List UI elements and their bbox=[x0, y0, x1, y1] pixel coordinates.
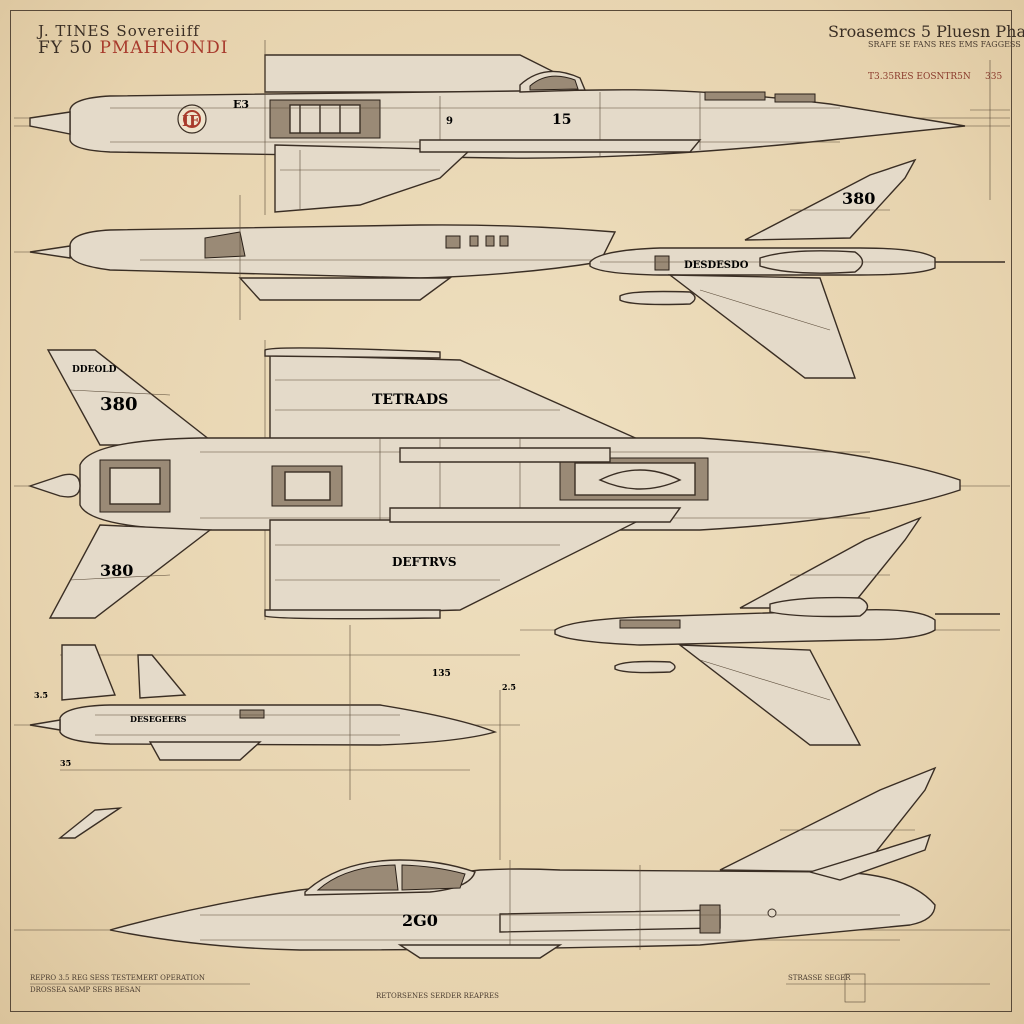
title-line-2-prefix: FY 50 bbox=[38, 38, 100, 58]
plan-lower-tail-number: 380 bbox=[100, 561, 133, 580]
title-block-subtitle: SRAFE SE FANS RES EMS FAGGESS bbox=[868, 40, 1021, 49]
small-dim-2: 2.5 bbox=[502, 682, 516, 692]
bottom-view-number: 2G0 bbox=[402, 911, 438, 930]
top-marking-9: 9 bbox=[446, 116, 453, 127]
footer-left-a: REPRO 3.5 REG SESS TESTEMERT OPERATION bbox=[30, 974, 205, 982]
right-aircraft-middle bbox=[520, 516, 1000, 746]
small-side-label: DESEGEERS bbox=[130, 714, 187, 724]
title-line-2-name: PMAHNONDI bbox=[99, 38, 229, 58]
title-block-heading: Sroasemcs 5 Pluesn Phaidr bbox=[828, 22, 1024, 41]
plan-upper-tail-number: 380 bbox=[100, 394, 138, 415]
side-view-top bbox=[14, 40, 1010, 215]
plan-lower-wing-label: DEFTRVS bbox=[392, 555, 457, 569]
drawing-number: 335 bbox=[985, 72, 1003, 82]
plan-view bbox=[14, 340, 1010, 620]
drawing-reference: T3.35RES EOSNTR5N bbox=[868, 72, 971, 82]
second-view-label: DESDESDO bbox=[684, 260, 749, 271]
top-roundel-marking: IF bbox=[182, 112, 200, 130]
footer-center: RETORSENES SERDER REAPRES bbox=[376, 992, 499, 1000]
top-marking-15: 15 bbox=[552, 112, 571, 128]
sheet-border bbox=[10, 10, 1012, 1012]
title-line-1: J. TINES Sovereiiff bbox=[38, 22, 200, 40]
footer-right: STRASSE SEGER bbox=[788, 974, 851, 982]
small-dim-1: 135 bbox=[432, 669, 451, 679]
footer-left-b: DROSSEA SAMP SERS BESAN bbox=[30, 986, 141, 994]
plan-upper-wing-label: TETRADS bbox=[372, 392, 448, 408]
title-line-2: FY 50 PMAHNONDI bbox=[38, 38, 228, 58]
bottom-side-view bbox=[14, 766, 1010, 959]
top-marking-e3: E3 bbox=[233, 98, 249, 111]
plan-upper-tail-text: DDEOLD bbox=[72, 365, 117, 375]
small-side-view bbox=[14, 625, 520, 860]
side-view-second bbox=[14, 158, 1005, 379]
small-dim-4: 35 bbox=[60, 758, 71, 768]
small-dim-3: 3.5 bbox=[34, 690, 48, 700]
second-view-tail-number: 380 bbox=[842, 189, 875, 208]
